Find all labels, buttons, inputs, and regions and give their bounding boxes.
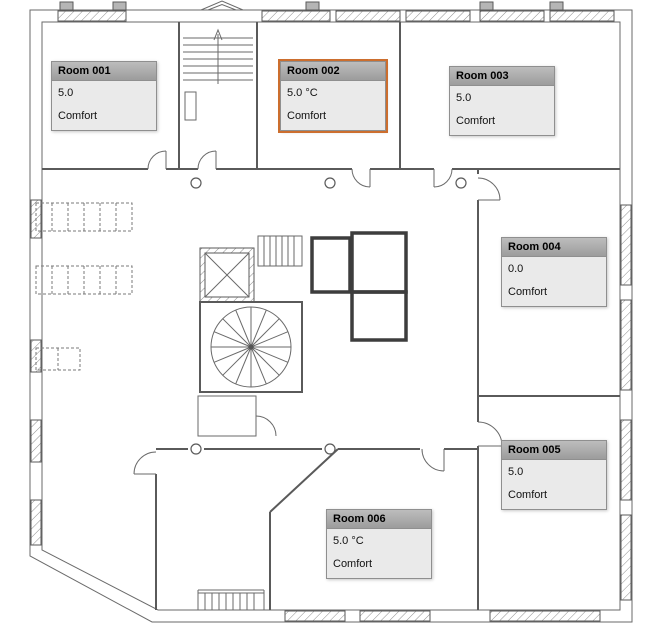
room-card-body: 5.0 Comfort [450,86,554,135]
room-card-title: Room 006 [327,510,431,529]
room-card-005[interactable]: Room 005 5.0 Comfort [501,440,607,510]
center-rooms [257,231,408,342]
entrance-steps [197,589,265,610]
room-card-body: 5.0 °C Comfort [281,81,385,130]
room-card-body: 5.0 Comfort [52,81,156,130]
door-room-003 [433,168,453,188]
room-temperature-value: 5.0 °C [333,535,364,547]
door-leaf [184,91,197,121]
room-temperature-value: 5.0 [456,92,472,104]
room-card-001[interactable]: Room 001 5.0 Comfort [51,61,157,131]
door-small-room [255,415,277,437]
room-card-body: 5.0 °C Comfort [327,529,431,578]
room-card-title: Room 005 [502,441,606,460]
room-card-body: 5.0 Comfort [502,460,606,509]
room-temperature-value: 5.0 °C [287,87,318,99]
room-temperature-value: 0.0 [508,263,524,275]
room-card-body: 0.0 Comfort [502,257,606,306]
gable-bay [200,0,244,11]
door-room-001 [147,150,167,170]
room-card-title: Room 001 [52,62,156,81]
room-temperature-value: 5.0 [508,466,524,478]
room-card-006[interactable]: Room 006 5.0 °C Comfort [326,509,432,579]
windows [30,10,632,622]
furniture-dashed [35,202,133,371]
roof-details [59,0,564,11]
columns [190,177,467,455]
door-stairwell [197,150,217,170]
room-card-title: Room 002 [281,62,385,81]
room-mode: Comfort [456,115,496,127]
room-card-title: Room 004 [502,238,606,257]
door-room-002 [351,168,371,188]
room-mode: Comfort [508,286,548,298]
room-card-002[interactable]: Room 002 5.0 °C Comfort [278,59,388,133]
spiral-staircase [199,301,303,393]
room-mode: Comfort [58,110,98,122]
room-temperature-value: 5.0 [58,87,74,99]
room-card-003[interactable]: Room 003 5.0 Comfort [449,66,555,136]
door-room-005 [477,421,503,447]
room-mode: Comfort [333,558,373,570]
door-room-006 [421,448,445,472]
stairwell [183,28,253,121]
exterior-walls [29,9,633,623]
stair-direction-arrow [213,28,223,41]
room-mode: Comfort [287,110,327,122]
door-bottom-left [133,451,157,475]
door-room-004 [477,177,501,201]
room-card-004[interactable]: Room 004 0.0 Comfort [501,237,607,307]
doors [133,150,503,475]
elevator [199,247,255,303]
room-card-title: Room 003 [450,67,554,86]
room-mode: Comfort [508,489,548,501]
